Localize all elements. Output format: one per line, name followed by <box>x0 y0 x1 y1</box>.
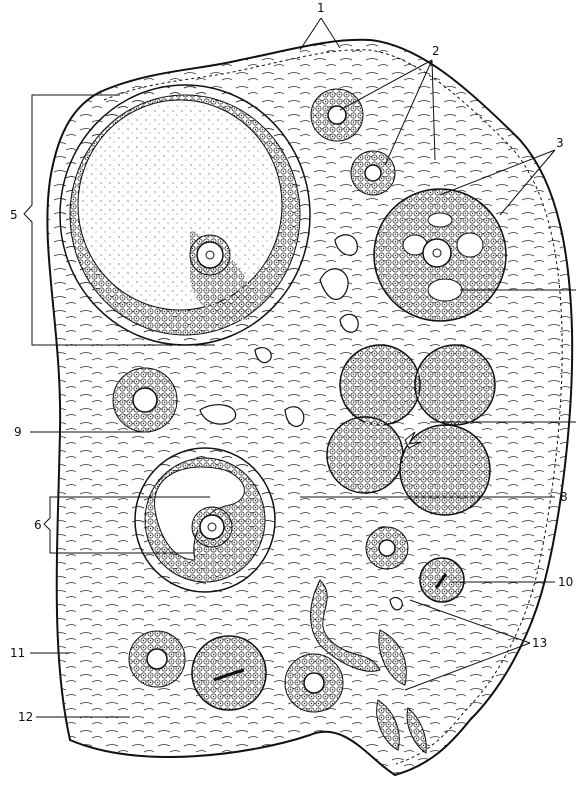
label-12: 12 <box>18 710 33 724</box>
label-6: 6 <box>34 518 42 532</box>
label-8: 8 <box>560 490 568 504</box>
label-9: 9 <box>14 425 22 439</box>
vesicular-follicle <box>60 85 310 345</box>
secondary-follicle <box>374 189 506 321</box>
label-2: 2 <box>432 44 440 58</box>
growing-follicle <box>135 448 275 592</box>
label-11: 11 <box>10 646 25 660</box>
label-10: 10 <box>558 575 573 589</box>
label-3: 3 <box>556 136 564 150</box>
label-5: 5 <box>10 208 18 222</box>
label-1: 1 <box>317 1 325 15</box>
label-13: 13 <box>532 636 547 650</box>
